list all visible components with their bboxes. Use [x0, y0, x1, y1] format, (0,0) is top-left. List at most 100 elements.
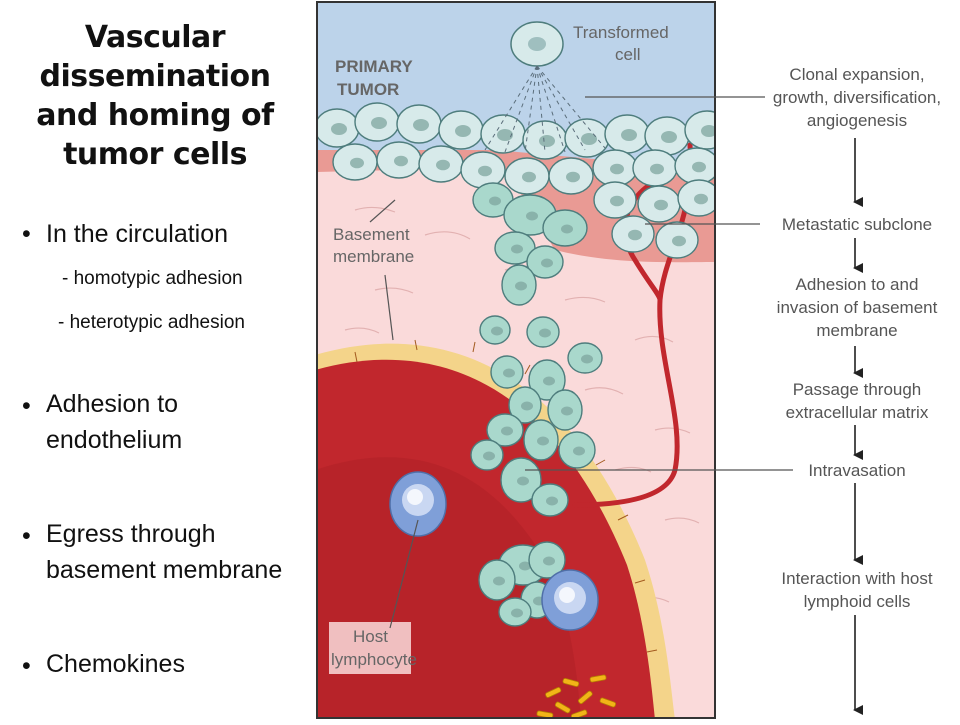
platelet-aggregate	[536, 674, 617, 718]
clonal-expansion-rays	[484, 65, 606, 153]
bullet-egress: Egress through basement membrane	[46, 516, 282, 588]
subclone-cell	[472, 182, 514, 218]
step-metastatic-subclone: Metastatic subclone	[782, 215, 932, 234]
tumor-cell	[317, 108, 360, 148]
transformed-cell	[484, 21, 606, 153]
tumor-cell	[332, 143, 378, 181]
label-bg	[329, 622, 411, 674]
subclone-cell	[494, 231, 536, 265]
step-intravasation: Intravasation	[808, 461, 905, 480]
subclone-cell	[486, 413, 524, 447]
label-host-lymphocyte: lymphocyte	[331, 650, 417, 669]
step-host-interaction: lymphoid cells	[804, 592, 911, 611]
label-leaders	[369, 199, 419, 629]
step-leaders	[525, 96, 793, 471]
tumor-cell	[593, 181, 637, 219]
tumor-cell	[655, 221, 699, 259]
tumor-cell	[522, 120, 568, 160]
bullet-text: Egress through	[46, 520, 216, 548]
subclone-cell	[528, 541, 566, 579]
tumor-cell	[480, 114, 526, 154]
subclone-cell	[531, 483, 569, 517]
bullet-circulation: In the circulation	[46, 216, 228, 252]
label-primary-tumor: PRIMARY	[335, 57, 413, 76]
bullet-dot: •	[22, 392, 31, 420]
tumor-cell	[644, 116, 690, 156]
step-clonal-expansion: angiogenesis	[807, 111, 907, 130]
bullet-chemokines: Chemokines	[46, 646, 185, 682]
subclone-cell	[500, 457, 542, 503]
host-lymphocyte-adhering	[541, 569, 599, 631]
tumor-cell	[677, 179, 715, 217]
tumor-cell	[354, 102, 400, 142]
subclone-cell	[526, 316, 560, 348]
process-steps: Clonal expansion, growth, diversificatio…	[773, 65, 941, 611]
slide-title: Vascular dissemination and homing of tum…	[0, 18, 310, 174]
bullet-text: endothelium	[46, 426, 183, 454]
illustration-frame	[316, 1, 716, 719]
subclone-cell	[490, 355, 524, 389]
bullet-dot: •	[22, 652, 31, 680]
title-line: and homing of	[36, 98, 274, 133]
subclone-cell	[508, 386, 542, 424]
subclone-cell	[558, 431, 596, 469]
illustration: PRIMARY TUMOR Transformed cell Basement …	[317, 2, 715, 718]
text-panel: Vascular dissemination and homing of tum…	[0, 0, 315, 720]
step-adhesion-invasion: Adhesion to and	[796, 275, 919, 294]
subclone-cell	[542, 209, 588, 247]
label-host-lymphocyte: Host	[353, 627, 388, 646]
sub-bullet-heterotypic: - heterotypic adhesion	[58, 312, 245, 333]
bullet-text: basement membrane	[46, 556, 283, 584]
bullet-text: Adhesion to	[46, 390, 179, 418]
title-line: tumor cells	[63, 137, 247, 172]
endothelial-cells	[354, 339, 658, 653]
subclone-cell	[478, 559, 516, 601]
diagram-svg: PRIMARY TUMOR Transformed cell Basement …	[316, 1, 941, 719]
tumor-cell	[548, 157, 594, 195]
bullet-text: Chemokines	[46, 650, 185, 678]
tumor-cell	[396, 104, 442, 144]
sub-bullet-homotypic: - homotypic adhesion	[62, 268, 243, 289]
step-adhesion-invasion: invasion of basement	[777, 298, 938, 317]
title-line: dissemination	[39, 59, 271, 94]
label-basement-membrane: membrane	[333, 247, 414, 266]
host-lymphocyte	[389, 471, 447, 537]
tumor-cell	[418, 145, 464, 183]
step-host-interaction: Interaction with host	[781, 569, 932, 588]
tumor-cell	[604, 114, 650, 154]
label-basement-membrane: Basement	[333, 225, 410, 244]
bullet-dot: •	[22, 522, 31, 550]
tumor-cell	[564, 118, 610, 158]
metastasis-diagram: PRIMARY TUMOR Transformed cell Basement …	[315, 0, 960, 720]
tumor-cell	[637, 185, 681, 223]
tumor-cell	[674, 147, 715, 185]
tumor-cell	[592, 149, 638, 187]
subclone-cell	[526, 245, 564, 279]
subclone-cell	[547, 389, 583, 431]
label-primary-tumor: TUMOR	[337, 80, 399, 99]
tumor-cells	[317, 102, 715, 259]
subclone-cell	[501, 264, 537, 306]
tumor-cell	[684, 110, 715, 150]
label-transformed-cell: Transformed	[573, 23, 669, 42]
subclone-cell	[528, 359, 566, 401]
step-clonal-expansion: Clonal expansion,	[789, 65, 924, 84]
label-transformed-cell: cell	[615, 45, 641, 64]
subclone-cell	[523, 419, 559, 461]
title-line: Vascular	[84, 20, 226, 55]
step-passage-ecm: Passage through	[793, 380, 922, 399]
bullet-text: In the circulation	[46, 220, 229, 248]
step-passage-ecm: extracellular matrix	[786, 403, 929, 422]
tumor-cell	[438, 110, 484, 150]
tumor-cell	[632, 149, 678, 187]
tumor-cell	[376, 141, 422, 179]
subclone-cell	[470, 439, 504, 471]
tumor-cell	[611, 215, 655, 253]
step-adhesion-invasion: membrane	[816, 321, 897, 340]
subclone-cell	[567, 342, 603, 374]
bullet-dot: •	[22, 220, 31, 248]
step-clonal-expansion: growth, diversification,	[773, 88, 941, 107]
tumor-cell	[504, 157, 550, 195]
bullet-endothelium: Adhesion to endothelium	[46, 386, 182, 458]
tumor-cell	[460, 151, 506, 189]
